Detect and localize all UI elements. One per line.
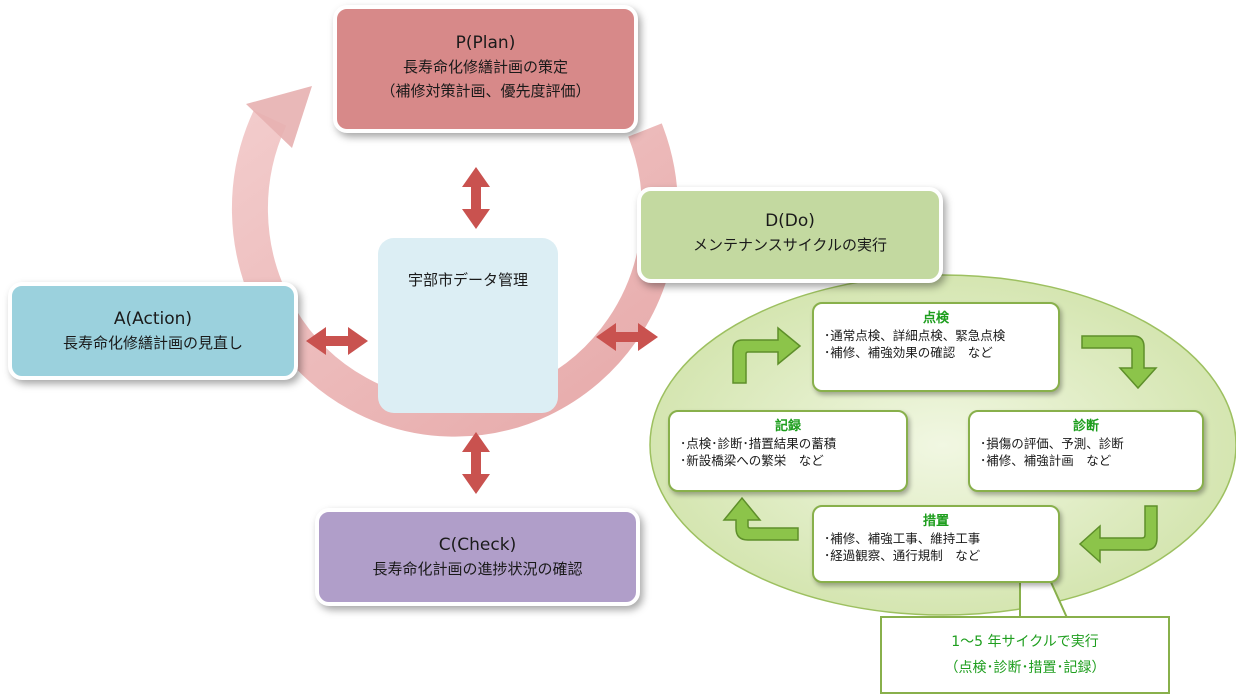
plan-box: P(Plan) 長寿命化修繕計画の策定 （補修対策計画、優先度評価） — [333, 5, 638, 133]
data-management-label: 宇部市データ管理 — [407, 271, 528, 289]
check-box: C(Check) 長寿命化計画の進捗状況の確認 — [315, 508, 640, 606]
step-kiroku-line2: ･新設橋梁への繁栄 など — [680, 453, 824, 468]
check-line1: 長寿命化計画の進捗状況の確認 — [372, 560, 583, 578]
step-arrow-shindan-to-sochi — [1078, 505, 1158, 564]
step-shindan-line2: ･補修、補強計画 など — [980, 453, 1112, 468]
step-tenken-line2: ･補修、補強効果の確認 など — [824, 345, 993, 360]
double-arrow-data-do — [596, 323, 658, 351]
do-box: D(Do) メンテナンスサイクルの実行 — [637, 187, 943, 283]
step-tenken: 点検 ･通常点検、詳細点検、緊急点検 ･補修、補強効果の確認 など — [812, 302, 1060, 392]
callout-line2: （点検･診断･措置･記録） — [944, 660, 1106, 676]
step-tenken-title: 点検 — [922, 311, 949, 326]
step-kiroku-title: 記録 — [774, 419, 801, 434]
step-sochi-line2: ･経過観察、通行規制 など — [824, 548, 981, 563]
callout-line1: 1～5 年サイクルで実行 — [951, 634, 1099, 650]
step-arrow-tenken-to-shindan — [1081, 335, 1158, 390]
cycle-ring-arrowhead — [246, 86, 312, 148]
cycle-callout: 1～5 年サイクルで実行 （点検･診断･措置･記録） — [880, 616, 1170, 694]
step-sochi-line1: ･補修、補強工事、維持工事 — [824, 531, 981, 546]
step-sochi-title: 措置 — [922, 514, 949, 529]
data-management-box: 宇部市データ管理 — [378, 238, 558, 413]
step-tenken-line1: ･通常点検、詳細点検、緊急点検 — [824, 328, 1006, 343]
plan-line2: （補修対策計画、優先度評価） — [380, 82, 591, 100]
action-line1: 長寿命化修繕計画の見直し — [62, 334, 243, 352]
step-sochi: 措置 ･補修、補強工事、維持工事 ･経過観察、通行規制 など — [812, 505, 1060, 583]
step-shindan: 診断 ･損傷の評価、予測、診断 ･補修、補強計画 など — [968, 410, 1204, 492]
plan-title: P(Plan) — [455, 33, 516, 53]
double-arrow-data-check — [462, 432, 490, 494]
step-kiroku: 記録 ･点検･診断･措置結果の蓄積 ･新設橋梁への繁栄 など — [668, 410, 908, 492]
step-shindan-line1: ･損傷の評価、予測、診断 — [980, 436, 1124, 451]
do-line1: メンテナンスサイクルの実行 — [693, 236, 887, 254]
step-arrow-sochi-to-kiroku — [722, 496, 799, 541]
action-box: A(Action) 長寿命化修繕計画の見直し — [8, 282, 298, 380]
do-title: D(Do) — [765, 211, 815, 231]
step-arrow-kiroku-to-tenken — [732, 326, 802, 384]
step-shindan-title: 診断 — [1072, 419, 1099, 434]
step-kiroku-line1: ･点検･診断･措置結果の蓄積 — [680, 436, 837, 451]
double-arrow-action-data — [306, 327, 368, 355]
double-arrow-plan-data — [462, 167, 490, 229]
check-title: C(Check) — [438, 535, 517, 555]
plan-line1: 長寿命化修繕計画の策定 — [402, 58, 568, 76]
action-title: A(Action) — [113, 309, 193, 329]
